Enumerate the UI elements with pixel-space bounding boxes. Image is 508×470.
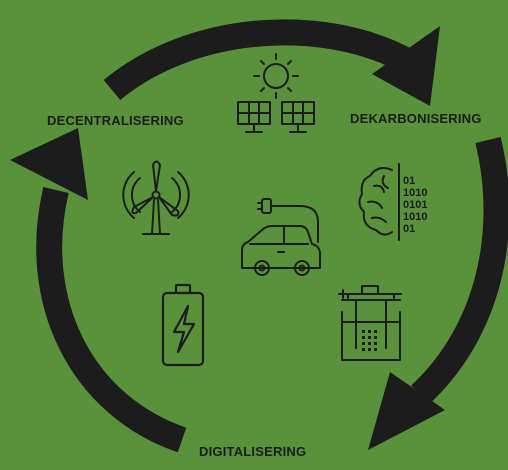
label-digitalisering: DIGITALISERING bbox=[199, 444, 307, 459]
arrow-left-head bbox=[10, 128, 88, 200]
electrolysis-icon bbox=[338, 285, 402, 361]
sun-icon bbox=[253, 53, 299, 99]
arrow-left bbox=[36, 187, 187, 453]
binary-data: 01 1010 0101 1010 01 bbox=[403, 175, 427, 235]
solar-panels-icon bbox=[237, 101, 315, 133]
label-decentralisering: DECENTRALISERING bbox=[47, 113, 184, 128]
arrow-top-head bbox=[372, 26, 440, 106]
electric-car-icon bbox=[241, 198, 321, 276]
arrow-top bbox=[103, 19, 412, 101]
label-dekarbonisering: DEKARBONISERING bbox=[350, 111, 482, 126]
binary-line: 01 bbox=[403, 223, 415, 235]
cycle-arrows bbox=[10, 19, 508, 453]
arrow-right-head bbox=[368, 372, 445, 450]
arrow-right bbox=[411, 136, 508, 405]
binary-line: 01 bbox=[403, 175, 415, 187]
brain-data-icon bbox=[358, 163, 400, 241]
binary-line: 1010 bbox=[403, 187, 427, 199]
battery-icon bbox=[161, 283, 205, 367]
binary-line: 0101 bbox=[403, 199, 427, 211]
wind-turbine-icon bbox=[122, 160, 190, 235]
binary-line: 1010 bbox=[403, 211, 427, 223]
